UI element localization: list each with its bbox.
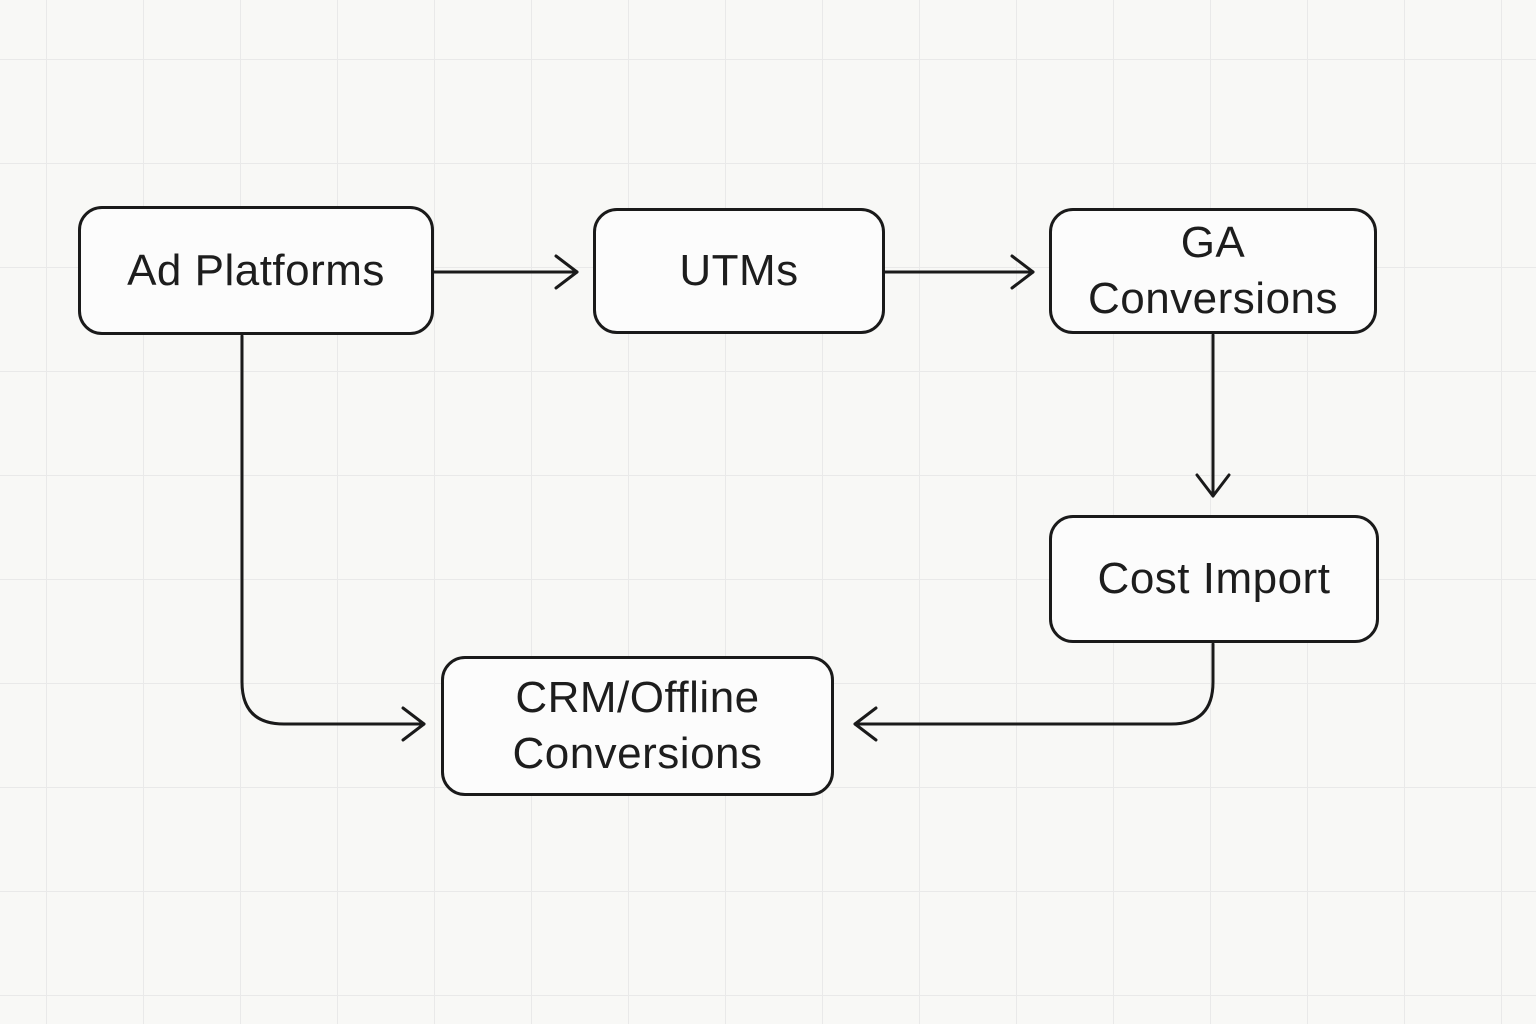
- edge-cost-import-to-crm-offline: [853, 642, 1215, 742]
- arrowhead-right-icon: [401, 706, 426, 742]
- arrowhead-right-icon: [554, 254, 579, 290]
- node-ad-platforms: Ad Platforms: [78, 206, 434, 335]
- node-ga-conversions: GA Conversions: [1049, 208, 1377, 334]
- edge-ad-platforms-to-crm-offline: [240, 334, 426, 742]
- node-crm-offline-conversions-label: CRM/Offline Conversions: [512, 673, 763, 778]
- node-ad-platforms-label: Ad Platforms: [127, 245, 385, 295]
- arrowhead-down-icon: [1195, 473, 1231, 498]
- node-utms-label: UTMs: [679, 246, 799, 296]
- edge-ga-conversions-to-cost-import: [1195, 333, 1231, 498]
- edge-utms-to-ga-conversions: [883, 254, 1035, 290]
- node-ga-conversions-label: GA Conversions: [1087, 218, 1339, 323]
- node-cost-import: Cost Import: [1049, 515, 1379, 643]
- arrowhead-right-icon: [1010, 254, 1035, 290]
- arrowhead-left-icon: [853, 706, 878, 742]
- edge-ad-platforms-to-utms: [432, 254, 579, 290]
- node-utms: UTMs: [593, 208, 885, 334]
- node-crm-offline-conversions: CRM/Offline Conversions: [441, 656, 834, 796]
- node-cost-import-label: Cost Import: [1097, 554, 1331, 604]
